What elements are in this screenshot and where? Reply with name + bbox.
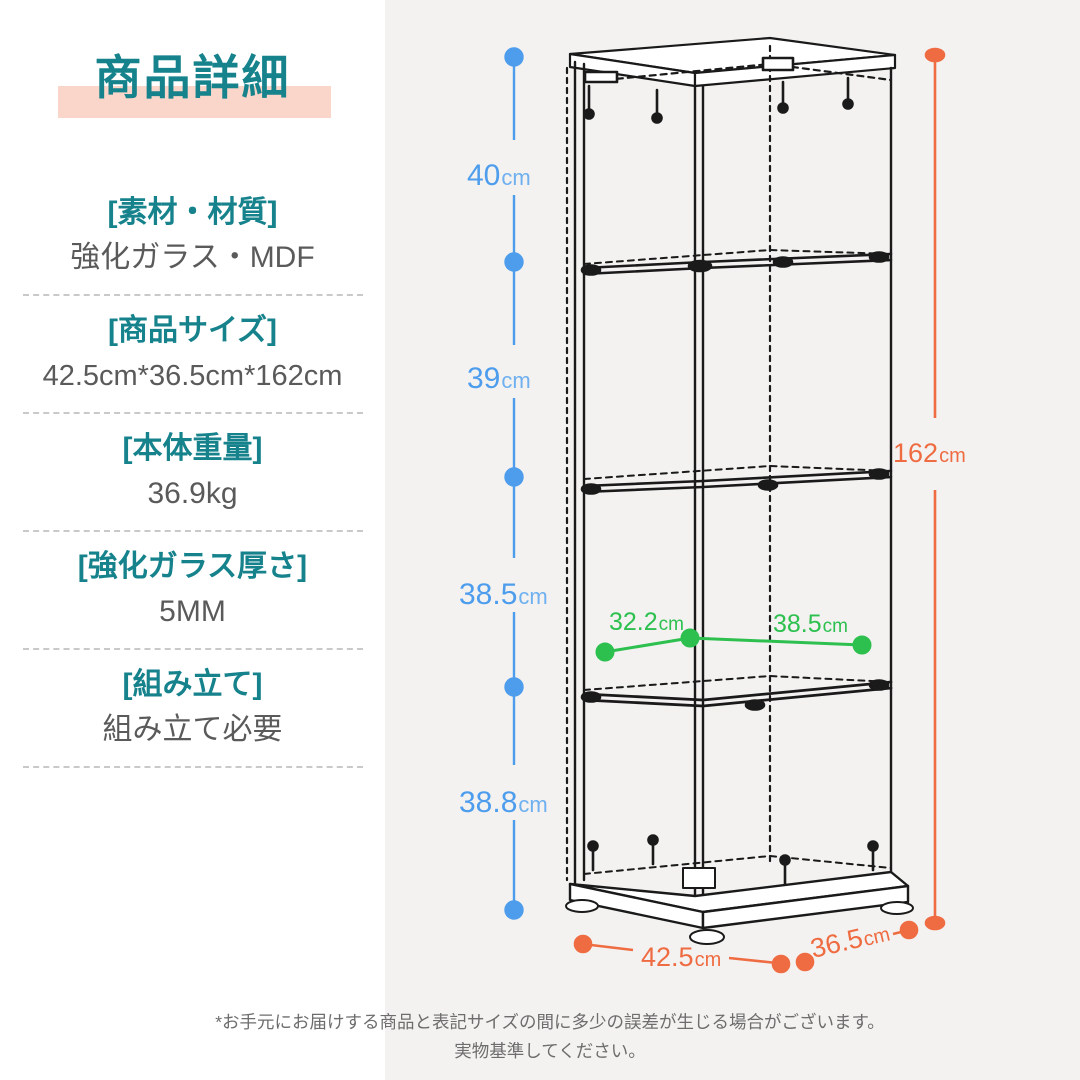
shelf-2-back (583, 465, 892, 480)
spec-item: [商品サイズ] 42.5cm*36.5cm*162cm (0, 308, 385, 398)
inner-depth-label: 32.2cm (609, 608, 684, 636)
spec-value: 36.9kg (147, 477, 238, 510)
title-highlight-bar (58, 86, 331, 118)
shelf-gap-1-label: 40cm (467, 159, 531, 192)
spec-item: [強化ガラス厚さ] 5MM (0, 544, 385, 634)
footnote-line-1: *お手元にお届けする商品と表記サイズの間に多少の誤差が生じる場合がございます。 (215, 1012, 885, 1032)
orange-base-dimensions (573, 920, 919, 974)
footnote-line-2: 実物基準してください。 (454, 1041, 646, 1061)
shelf-3 (582, 680, 893, 708)
blue-dot-shelf-2 (504, 467, 524, 487)
orange-dot-top (924, 47, 946, 63)
cabinet-dimension-diagram: 40cm 39cm 38.5cm 38.8cm 162cm (459, 36, 966, 974)
orange-dot-width-right (771, 954, 791, 974)
spec-item: [組み立て] 組み立て必要 (0, 662, 385, 752)
spec-separator (22, 530, 363, 532)
footnote: *お手元にお届けする商品と表記サイズの間に多少の誤差が生じる場合がございます。 … (140, 1008, 960, 1066)
shelf-gap-2-label: 39cm (467, 362, 531, 395)
total-height-label: 162cm (893, 438, 966, 468)
shelf-gap-3-label: 38.5cm (459, 578, 548, 611)
page-title: 商品詳細 (94, 51, 291, 104)
cabinet-frame (573, 60, 893, 914)
base-width-label: 42.5cm (641, 942, 721, 972)
spec-value: 42.5cm*36.5cm*162cm (42, 360, 343, 392)
spec-separator (22, 766, 363, 768)
spec-separator (22, 648, 363, 650)
green-dot-right (852, 635, 872, 655)
cabinet-hidden-edges (565, 44, 772, 882)
shelf-3-back (583, 675, 892, 691)
hardware-brackets (580, 56, 890, 889)
blue-dot-top (504, 47, 524, 67)
spec-label: [強化ガラス厚さ] (77, 550, 308, 583)
orange-dot-depth-right (899, 920, 919, 940)
green-dot-left (595, 642, 615, 662)
shelf-1 (582, 252, 893, 276)
orange-dot-bottom (924, 915, 946, 931)
spec-value: 5MM (159, 595, 226, 628)
shelf-gap-4-label: 38.8cm (459, 786, 548, 819)
spec-label: [商品サイズ] (107, 314, 278, 347)
spec-separator (22, 294, 363, 296)
orange-dot-depth-left (795, 952, 815, 972)
page-title-block: 商品詳細 (0, 48, 385, 136)
spec-sidebar: 商品詳細 [素材・材質] 強化ガラス・MDF [商品サイズ] 42.5cm*36.5c… (0, 0, 385, 1080)
blue-dot-shelf-1 (504, 252, 524, 272)
base-back-rim (583, 855, 892, 875)
green-shelf-dimension (595, 628, 872, 662)
shelf-1-back (583, 249, 892, 265)
spec-list: [素材・材質] 強化ガラス・MDF [商品サイズ] 42.5cm*36.5cm*162… (0, 190, 385, 780)
blue-dimension-chain (504, 47, 524, 920)
base-depth-label: 36.5cm (808, 917, 893, 964)
spec-label: [組み立て] (122, 668, 263, 701)
blue-dot-bottom (504, 900, 524, 920)
inner-width-label: 38.5cm (773, 610, 848, 638)
spec-separator (22, 412, 363, 414)
spec-value: 組み立て必要 (102, 713, 283, 746)
spec-label: [本体重量] (122, 432, 263, 465)
spec-value: 強化ガラス・MDF (70, 241, 315, 274)
cabinet-illustration (565, 36, 914, 945)
orange-height-dimension (924, 47, 946, 931)
orange-dot-width-left (573, 934, 593, 954)
cabinet-feet (565, 899, 914, 945)
blue-dot-shelf-3 (504, 677, 524, 697)
green-dot-center (680, 628, 700, 648)
spec-item: [本体重量] 36.9kg (0, 426, 385, 516)
cabinet-base (568, 870, 910, 930)
shelf-2 (582, 469, 893, 494)
spec-item: [素材・材質] 強化ガラス・MDF (0, 190, 385, 280)
spec-label: [素材・材質] (107, 196, 278, 229)
